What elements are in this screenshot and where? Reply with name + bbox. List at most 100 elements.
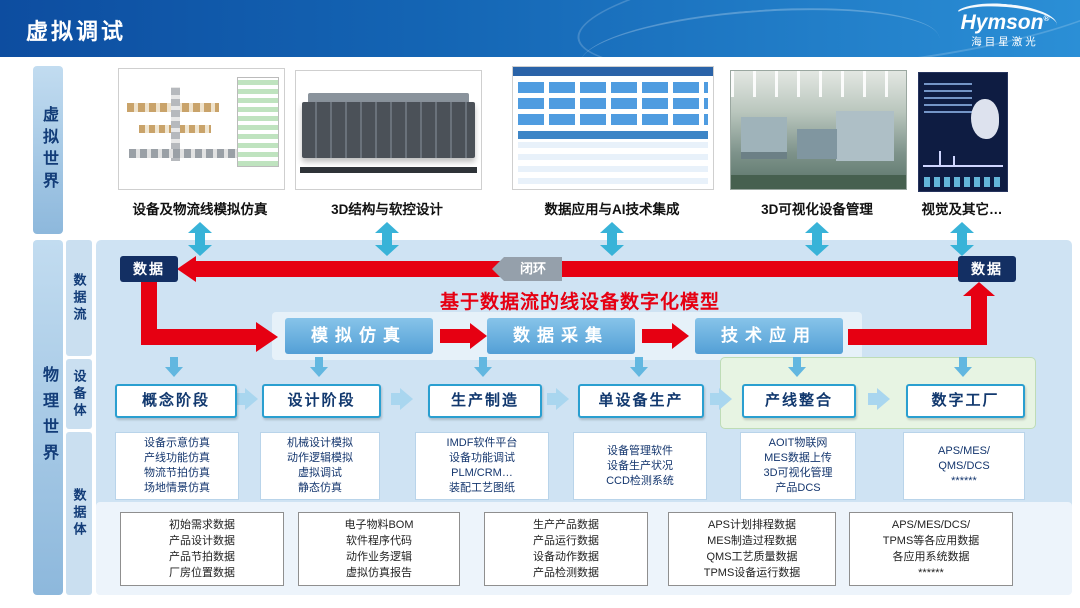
chevron-right-icon: [391, 388, 413, 410]
detail-box-manufacturing: IMDF软件平台 设备功能调试 PLM/CRM… 装配工艺图纸: [415, 432, 549, 500]
step-data-collection: 数据采集: [487, 318, 635, 354]
detail-line: 虚拟调试: [298, 467, 342, 479]
detail-line: 静态仿真: [298, 482, 342, 494]
stage-digital-factory: 数字工厂: [906, 384, 1025, 418]
caption-3d-design: 3D结构与软控设计: [331, 202, 443, 217]
dataset-box-production: 生产产品数据 产品运行数据 设备动作数据 产品检测数据: [484, 512, 648, 586]
vision-screen-image: [918, 72, 1008, 192]
dataset-line: 电子物料BOM: [344, 519, 414, 531]
dataset-box-concept: 初始需求数据 产品设计数据 产品节拍数据 厂房位置数据: [120, 512, 284, 586]
chevron-right-icon: [868, 388, 890, 410]
double-arrow-icon: [188, 222, 212, 256]
dataset-line: TPMS设备运行数据: [703, 567, 801, 579]
brand-chinese-name: 海目星激光: [971, 36, 1039, 48]
ceiling-lights-decoration: [731, 71, 906, 97]
data-badge-right: 数据: [958, 256, 1016, 282]
vision-blob-decoration: [971, 99, 999, 139]
detail-line: QMS/DCS: [938, 459, 990, 472]
detail-box-concept: 设备示意仿真 产线功能仿真 物流节拍仿真 场地情景仿真: [115, 432, 239, 500]
ui-table-header-decoration: [518, 131, 708, 139]
dataset-box-mes: APS计划排程数据 MES制造过程数据 QMS工艺质量数据 TPMS设备运行数据: [668, 512, 836, 586]
stage-single-equipment: 单设备生产: [578, 384, 704, 418]
label-data-body: 数据体: [66, 432, 92, 595]
detail-line: MES数据上传: [764, 452, 832, 464]
stage-line-integration: 产线整合: [742, 384, 856, 418]
red-loop-top-arrow: [196, 261, 958, 277]
floor-decoration: [731, 175, 906, 189]
red-loop-left-vertical: [141, 281, 157, 337]
closed-loop-badge: 闭环: [492, 257, 562, 281]
step-tech-application: 技术应用: [695, 318, 843, 354]
dataset-line: 初始需求数据: [169, 519, 235, 531]
header-bar: 虚拟调试 Hymson® 海目星激光: [0, 0, 1080, 105]
vision-plot-decoration: [923, 149, 1003, 167]
caption-data-ai: 数据应用与AI技术集成: [544, 202, 680, 217]
double-arrow-icon: [805, 222, 829, 256]
data-badge-left: 数据: [120, 256, 178, 282]
down-arrow-icon: [630, 357, 648, 377]
dataset-line: 各应用系统数据: [892, 551, 970, 563]
registered-mark: ®: [1043, 14, 1050, 23]
red-loop-right-horizontal: [848, 329, 987, 345]
brand-word: Hymson: [960, 11, 1044, 34]
detail-line: APS/MES/: [938, 444, 990, 457]
dataset-line: 产品检测数据: [533, 567, 599, 579]
factory-photo-image: [730, 70, 907, 190]
red-up-arrowhead-icon: [963, 282, 995, 296]
step-simulation: 模拟仿真: [285, 318, 433, 354]
detail-box-line-integration: AOIT物联网 MES数据上传 3D可视化管理 产品DCS: [740, 432, 856, 500]
dataset-line: 产品设计数据: [169, 535, 235, 547]
caption-3d-management: 3D可视化设备管理: [761, 202, 873, 217]
down-arrow-icon: [788, 357, 806, 377]
chevron-right-icon: [547, 388, 569, 410]
dataset-line: TPMS等各应用数据: [882, 535, 980, 547]
dataset-box-applications: APS/MES/DCS/ TPMS等各应用数据 各应用系统数据 ******: [849, 512, 1013, 586]
detail-line: CCD检测系统: [606, 474, 674, 487]
machine-base-decoration: [300, 167, 477, 173]
dataset-line: 虚拟仿真报告: [346, 567, 412, 579]
dataset-line: 软件程序代码: [346, 535, 412, 547]
dataset-line: APS计划排程数据: [707, 519, 796, 531]
machine-3d-render-image: [295, 70, 482, 190]
stage-design: 设计阶段: [262, 384, 381, 418]
dataset-line: APS/MES/DCS/: [891, 519, 971, 531]
dataset-line: 动作业务逻辑: [346, 551, 412, 563]
caption-vision: 视觉及其它…: [921, 202, 1003, 217]
stage-manufacturing: 生产制造: [428, 384, 542, 418]
software-ui-image: [512, 66, 714, 190]
ui-button-grid-decoration: [518, 81, 708, 125]
detail-line: IMDF软件平台: [446, 437, 518, 449]
label-data-flow: 数据流: [66, 240, 92, 356]
down-arrow-icon: [310, 357, 328, 377]
down-arrow-icon: [954, 357, 972, 377]
vision-spike-decoration: [953, 156, 955, 165]
down-arrow-icon: [474, 357, 492, 377]
chevron-right-icon: [710, 388, 732, 410]
chevron-right-icon: [236, 388, 258, 410]
layout-line-decoration: [129, 149, 241, 158]
detail-box-digital-factory: APS/MES/ QMS/DCS ******: [903, 432, 1025, 500]
detail-box-design: 机械设计模拟 动作逻辑模拟 虚拟调试 静态仿真: [260, 432, 380, 500]
dataset-line: 生产产品数据: [533, 519, 599, 531]
detail-line: 产品DCS: [775, 482, 821, 494]
layout-table-decoration: [237, 77, 279, 167]
red-right-arrow-icon: [440, 323, 487, 349]
detail-line: 设备功能调试: [449, 452, 515, 464]
detail-line: 场地情景仿真: [144, 482, 210, 494]
dataset-line: QMS工艺质量数据: [706, 551, 798, 563]
brand-name: Hymson®: [946, 6, 1064, 36]
detail-line: 设备生产状况: [607, 459, 673, 472]
brand-logo: Hymson® 海目星激光: [946, 0, 1064, 49]
digital-model-banner: 基于数据流的线设备数字化模型: [439, 292, 720, 313]
label-equipment-body: 设备体: [66, 359, 92, 429]
detail-line: 物流节拍仿真: [144, 467, 210, 479]
detail-line: 产线功能仿真: [144, 452, 210, 464]
machine-silhouette-decoration: [741, 117, 787, 159]
detail-line: 设备管理软件: [607, 444, 673, 457]
double-arrow-icon: [375, 222, 399, 256]
label-virtual-world: 虚拟世界: [33, 66, 63, 234]
double-arrow-icon: [950, 222, 974, 256]
detail-line: PLM/CRM…: [451, 467, 513, 479]
vision-spike-decoration: [939, 151, 941, 165]
